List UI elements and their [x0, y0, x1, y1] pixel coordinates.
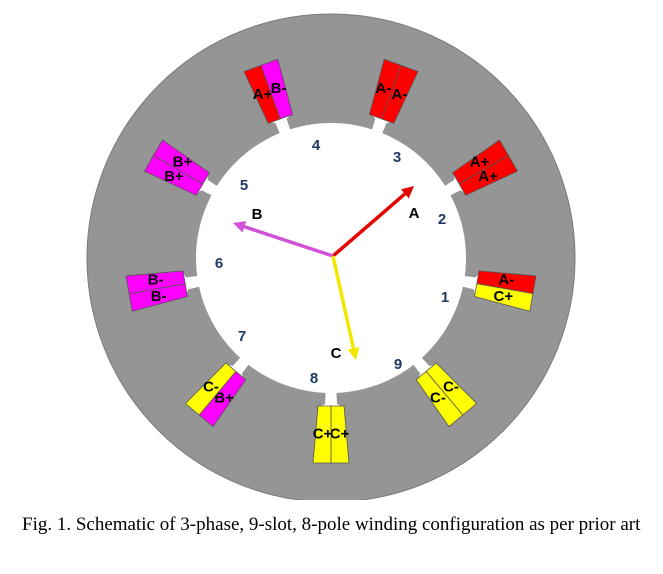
slots: A-C+1A+A+2A-A-3A+B-4B+B+5B-B-6B+C-7C+C+8… — [125, 58, 537, 464]
coil-label: A- — [375, 80, 391, 97]
coil-side — [381, 65, 419, 124]
slot-opening — [319, 384, 343, 407]
phasor-B: B — [233, 206, 334, 258]
arrow-head-icon — [347, 347, 360, 360]
slot-number: 9 — [394, 356, 402, 373]
coil-label: A- — [498, 271, 514, 288]
coil-side — [458, 155, 518, 196]
slot-number: 4 — [312, 137, 321, 154]
coil-side — [260, 58, 294, 120]
slot-number: 3 — [393, 149, 401, 166]
slot-opening — [454, 272, 480, 296]
slot-2: A+A+ 2 — [437, 139, 518, 228]
coil-label: C+ — [330, 425, 350, 442]
slot-number: 7 — [238, 328, 246, 345]
slot-number: 2 — [438, 211, 446, 228]
phasor-label: B — [252, 206, 263, 223]
slot-number: 8 — [310, 370, 318, 387]
phasor-label: A — [409, 205, 420, 222]
coil-label: A+ — [470, 153, 490, 170]
arrow-head-icon — [401, 186, 414, 199]
coil-side — [312, 405, 332, 464]
stator-diagram: A-C+1A+A+2A-A-3A+B-4B+B+5B-B-6B+C-7C+C+8… — [86, 13, 576, 500]
phasor-C: C — [331, 255, 360, 362]
slot-7: B+C- 7 — [184, 328, 254, 428]
slot-opening — [437, 173, 466, 200]
arrow-head-icon — [233, 221, 247, 233]
phasor-A: A — [331, 186, 420, 258]
coil-label: B- — [271, 80, 287, 97]
slot-4: A+B- 4 — [243, 58, 321, 154]
phasor-label: C — [331, 345, 342, 362]
coil-label: B- — [151, 288, 167, 305]
phasor-diagram: A B C — [233, 186, 420, 362]
phasor-shaft — [243, 225, 334, 258]
slot-8: C+C+ 8 — [310, 370, 350, 464]
coil-label: C- — [203, 379, 219, 396]
slot-opening — [226, 351, 254, 380]
coil-side — [415, 370, 464, 428]
phasor-shaft — [331, 255, 356, 349]
slot-number: 6 — [215, 255, 223, 272]
slot-opening — [196, 173, 225, 200]
slot-1: A-C+ 1 — [441, 270, 537, 312]
slot-9: C-C- 9 — [394, 351, 478, 428]
slot-5: B+B+ 5 — [144, 139, 248, 200]
coil-label: A- — [391, 86, 407, 103]
coil-side — [153, 139, 210, 185]
coil-label: B- — [148, 271, 164, 288]
coil-label: C+ — [494, 288, 514, 305]
rotor-bore — [196, 123, 466, 393]
coil-label: C- — [430, 390, 446, 407]
slot-number: 5 — [240, 177, 248, 194]
slot-3: A-A- 3 — [368, 58, 419, 166]
coil-label: A+ — [253, 86, 273, 103]
slot-number: 1 — [441, 289, 449, 306]
coil-label: B+ — [164, 168, 184, 185]
slot-opening — [182, 272, 208, 296]
coil-label: B+ — [214, 390, 234, 407]
figure-caption: Fig. 1. Schematic of 3-phase, 9-slot, 8-… — [22, 514, 641, 535]
slot-6: B-B- 6 — [125, 255, 223, 312]
coil-label: C+ — [313, 425, 333, 442]
phasor-shaft — [331, 192, 407, 258]
coil-label: C- — [443, 379, 459, 396]
slot-opening — [408, 351, 436, 380]
coil-side — [184, 362, 237, 416]
coil-side — [125, 270, 186, 295]
coil-label: A+ — [478, 168, 498, 185]
coil-side — [474, 283, 534, 312]
coil-label: B+ — [173, 153, 193, 170]
